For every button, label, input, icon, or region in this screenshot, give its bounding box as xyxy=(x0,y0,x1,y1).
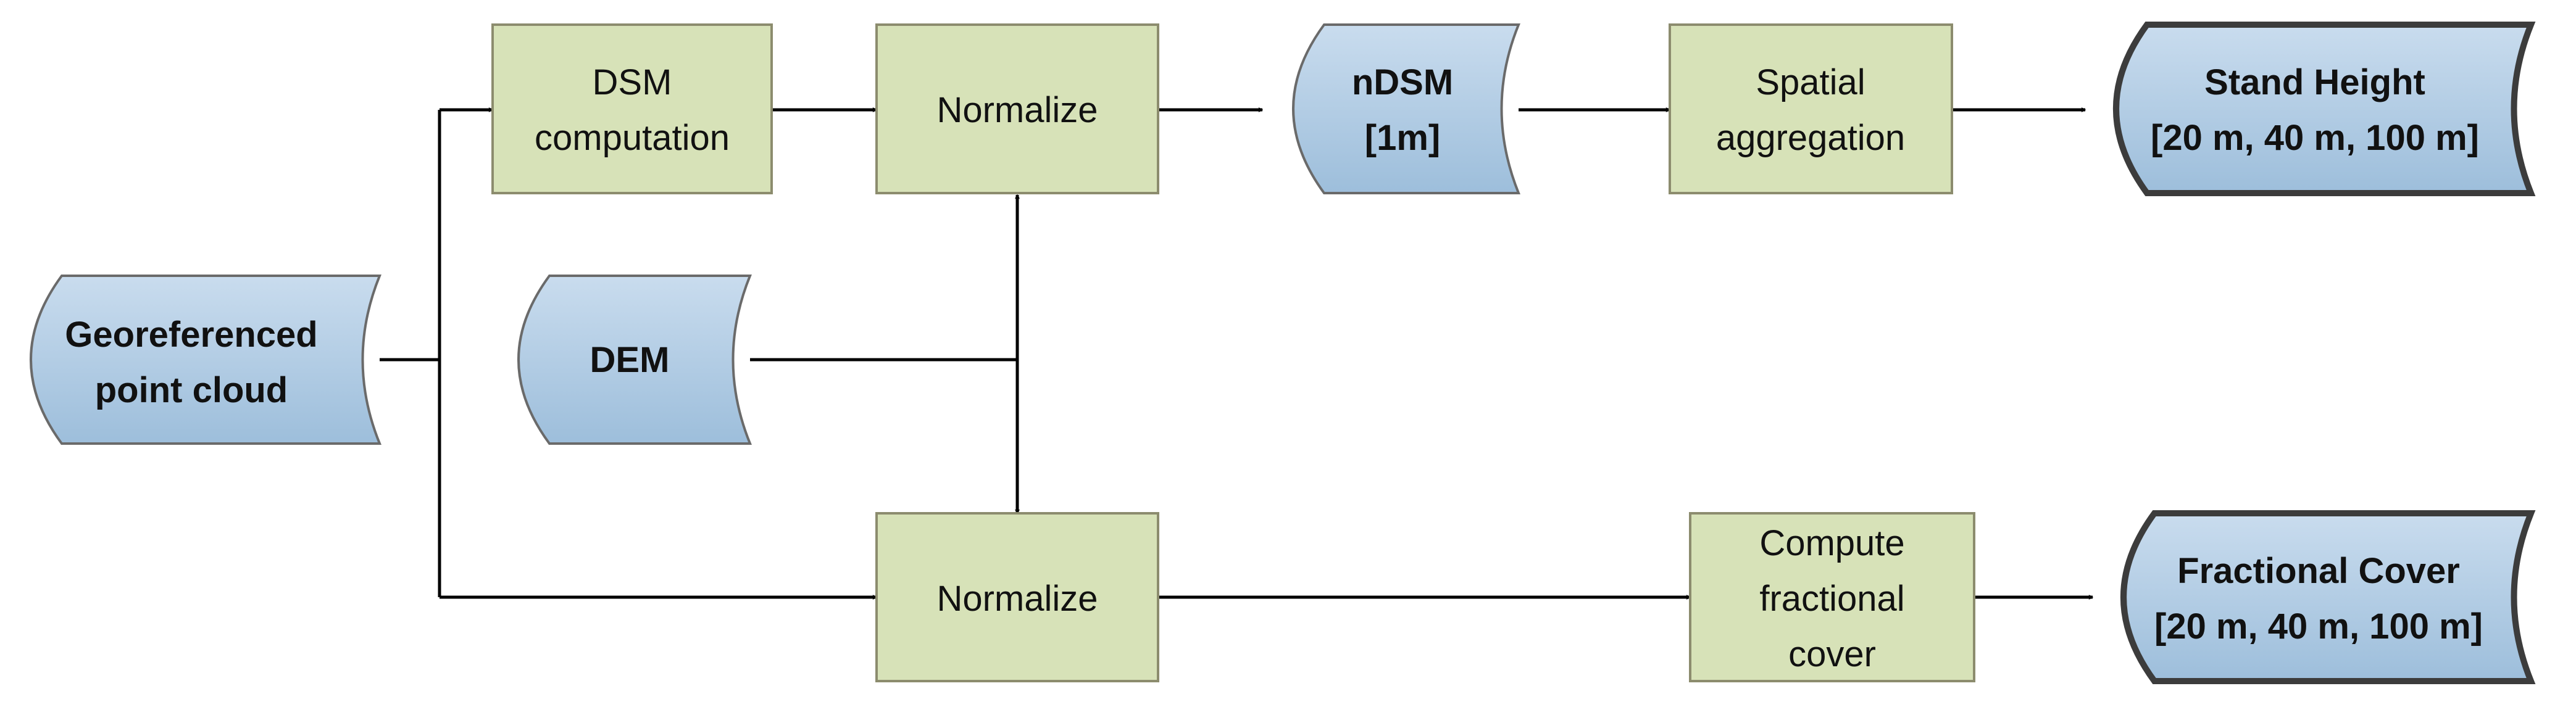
georeferenced-label-line1: Georeferenced xyxy=(65,315,317,355)
spatial-aggregation-label-line1: Spatial xyxy=(1756,62,1865,102)
georeferenced-point-cloud-node: Georeferenced point cloud xyxy=(30,275,381,445)
connector-cloud-trunk xyxy=(380,110,441,597)
normalize-bottom-node: Normalize xyxy=(875,512,1159,682)
compute-fractional-cover-label-line1: Compute xyxy=(1759,523,1904,563)
dsm-computation-node: DSM computation xyxy=(491,23,773,194)
fractional-cover-node: Fractional Cover [20 m, 40 m, 100 m] xyxy=(2120,510,2536,684)
georeferenced-label-line2: point cloud xyxy=(95,370,288,410)
ndsm-label-line1: nDSM xyxy=(1352,62,1453,102)
normalize-top-node: Normalize xyxy=(875,23,1159,194)
stand-height-label-line2: [20 m, 40 m, 100 m] xyxy=(2151,118,2479,158)
ndsm-node: nDSM [1m] xyxy=(1292,23,1520,194)
stand-height-node: Stand Height [20 m, 40 m, 100 m] xyxy=(2113,22,2536,196)
connectors xyxy=(380,110,2093,597)
compute-fractional-cover-label-line2: fractional xyxy=(1759,579,1904,619)
ndsm-label-line2: [1m] xyxy=(1365,118,1440,158)
spatial-aggregation-node: Spatial aggregation xyxy=(1669,23,1953,194)
normalize-top-label: Normalize xyxy=(936,90,1098,130)
compute-fractional-cover-label-line3: cover xyxy=(1788,634,1876,674)
compute-fractional-cover-node: Compute fractional cover xyxy=(1689,512,1975,682)
spatial-aggregation-label-line2: aggregation xyxy=(1716,118,1905,158)
fractional-cover-label-line1: Fractional Cover xyxy=(2177,551,2460,591)
dem-label: DEM xyxy=(590,340,670,380)
stand-height-label-line1: Stand Height xyxy=(2204,62,2425,102)
fractional-cover-label-line2: [20 m, 40 m, 100 m] xyxy=(2154,606,2483,647)
dsm-computation-label-line1: DSM xyxy=(593,62,672,102)
normalize-bottom-label: Normalize xyxy=(936,579,1098,619)
dem-node: DEM xyxy=(517,275,752,445)
dsm-computation-label-line2: computation xyxy=(535,118,730,158)
